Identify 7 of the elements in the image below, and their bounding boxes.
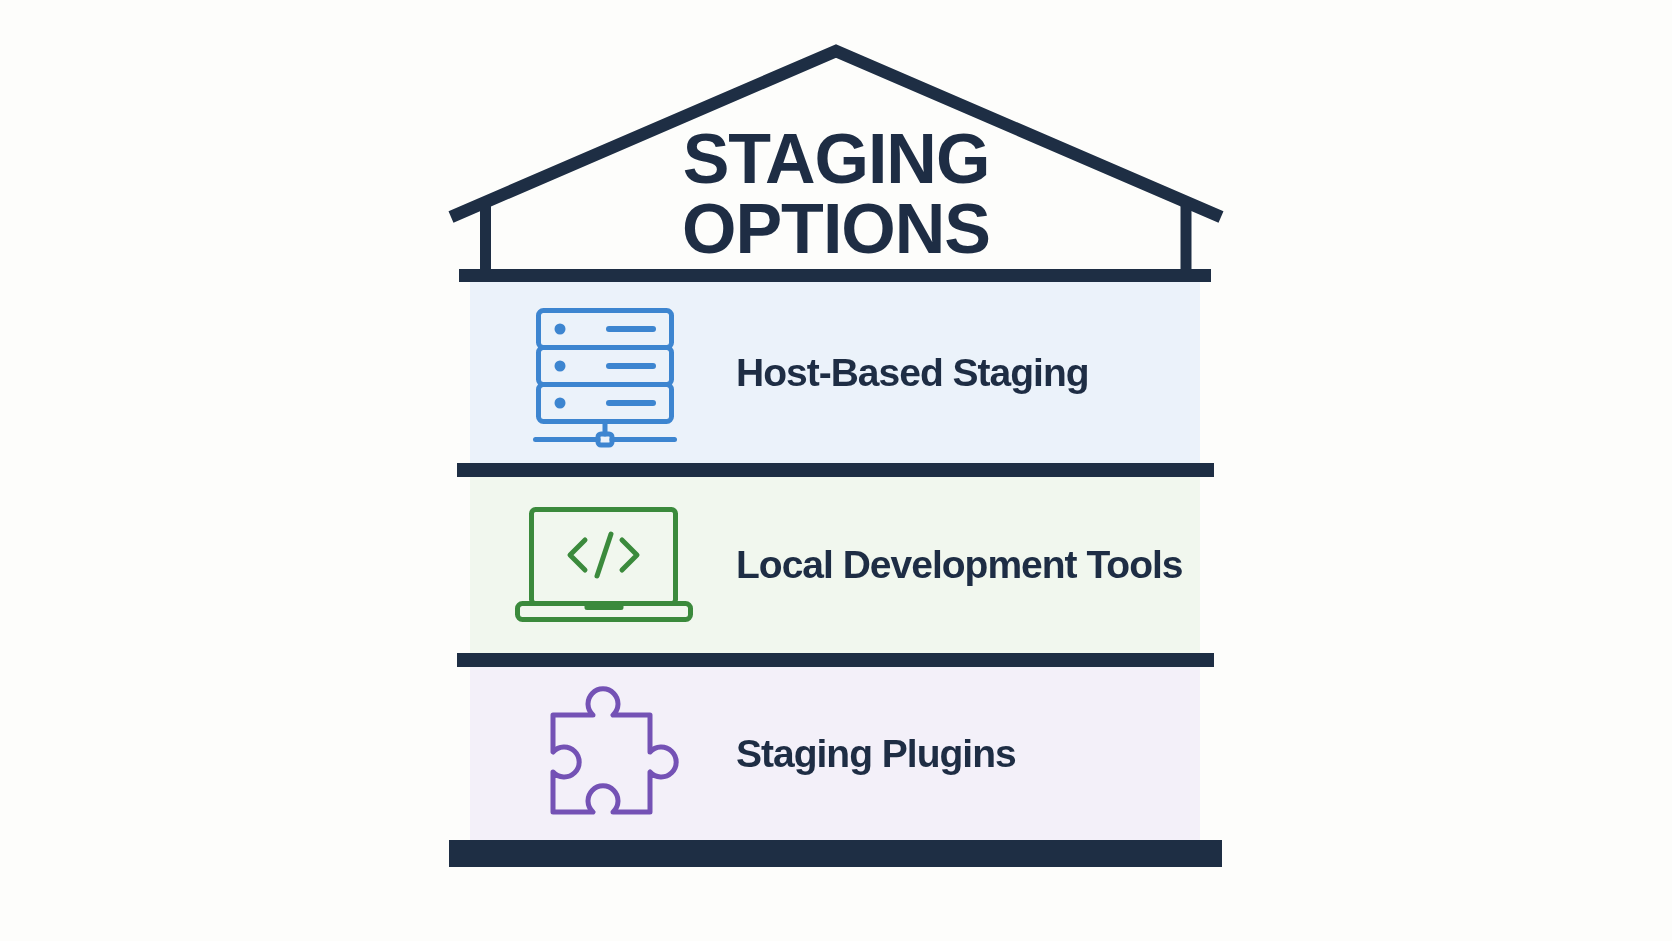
floor-band [470,667,1200,840]
diagram-title: STAGING OPTIONS [682,124,990,264]
band-label: Local Development Tools [736,545,1183,585]
floor-band [470,477,1200,653]
floor-band [470,282,1200,463]
band-label: Staging Plugins [736,733,1016,774]
band-label: Host-Based Staging [736,352,1089,393]
